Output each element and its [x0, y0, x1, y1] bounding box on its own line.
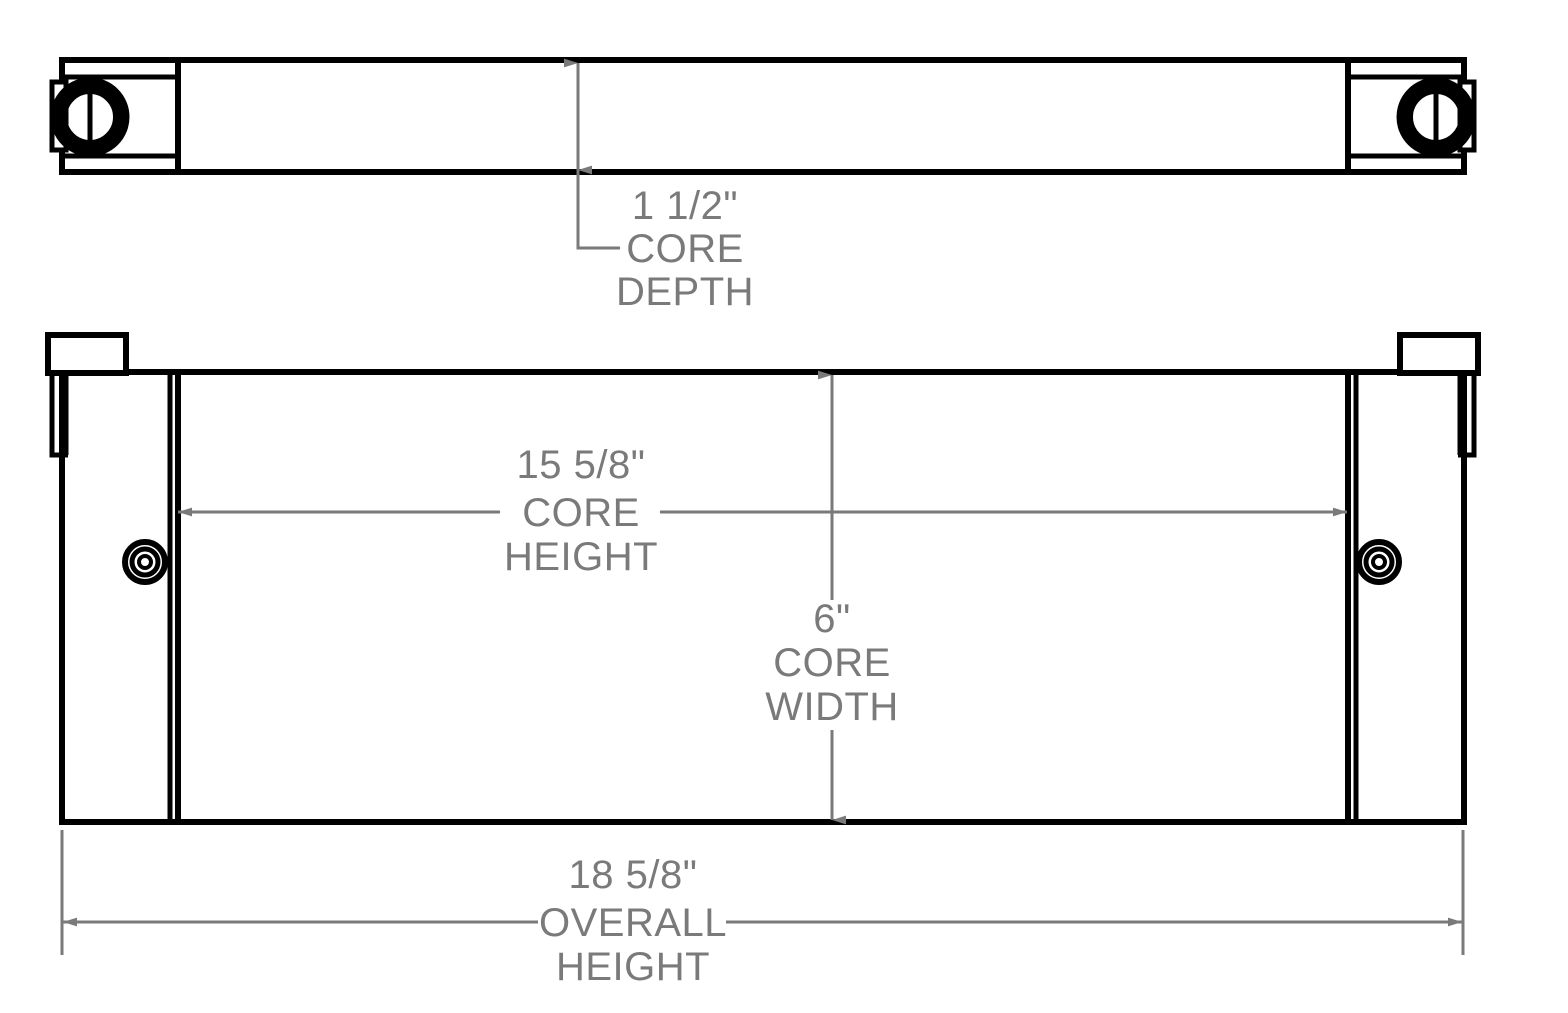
core-depth-leader-line — [576, 170, 620, 250]
front-view-right-mounting-bracket — [1397, 332, 1481, 376]
overall-height-value: 18 5/8" — [569, 853, 698, 897]
dimension-core-depth: 1 1/2" CORE DEPTH — [564, 58, 754, 314]
front-view-right-tank — [1345, 369, 1467, 825]
dimension-core-width: 6" CORE WIDTH — [765, 370, 899, 825]
core-depth-value: 1 1/2" — [632, 184, 738, 228]
overall-height-label-line1: OVERALL — [539, 901, 727, 945]
overall-height-label-line2: HEIGHT — [556, 945, 710, 989]
front-view-left-port-middle — [129, 546, 161, 578]
top-view-core-body — [172, 57, 1353, 175]
core-height-label-line2: HEIGHT — [504, 535, 658, 579]
core-width-value: 6" — [813, 597, 850, 641]
front-view-right-port-outer — [1356, 539, 1402, 585]
front-view — [45, 332, 1481, 825]
core-width-label-line1: CORE — [773, 641, 891, 685]
front-view-right-port-middle — [1363, 546, 1395, 578]
front-view-right-side-rail — [1458, 372, 1477, 458]
front-view-left-side-rail — [49, 372, 68, 458]
front-view-core-body — [172, 369, 1353, 825]
front-view-left-port-inner — [137, 554, 153, 570]
dimension-core-height: 15 5/8" CORE HEIGHT — [178, 443, 1347, 579]
core-depth-label-line2: DEPTH — [616, 270, 754, 314]
core-width-label-line2: WIDTH — [765, 685, 899, 729]
core-height-value: 15 5/8" — [517, 443, 646, 487]
front-view-left-mounting-bracket — [45, 332, 129, 376]
front-view-left-tank — [59, 369, 181, 825]
top-view — [49, 57, 1477, 175]
core-depth-label-line1: CORE — [626, 227, 744, 271]
front-view-right-port-inner — [1371, 554, 1387, 570]
core-height-label-line1: CORE — [522, 491, 640, 535]
dimension-overall-height: 18 5/8" OVERALL HEIGHT — [60, 830, 1465, 989]
front-view-left-port-outer — [122, 539, 168, 585]
